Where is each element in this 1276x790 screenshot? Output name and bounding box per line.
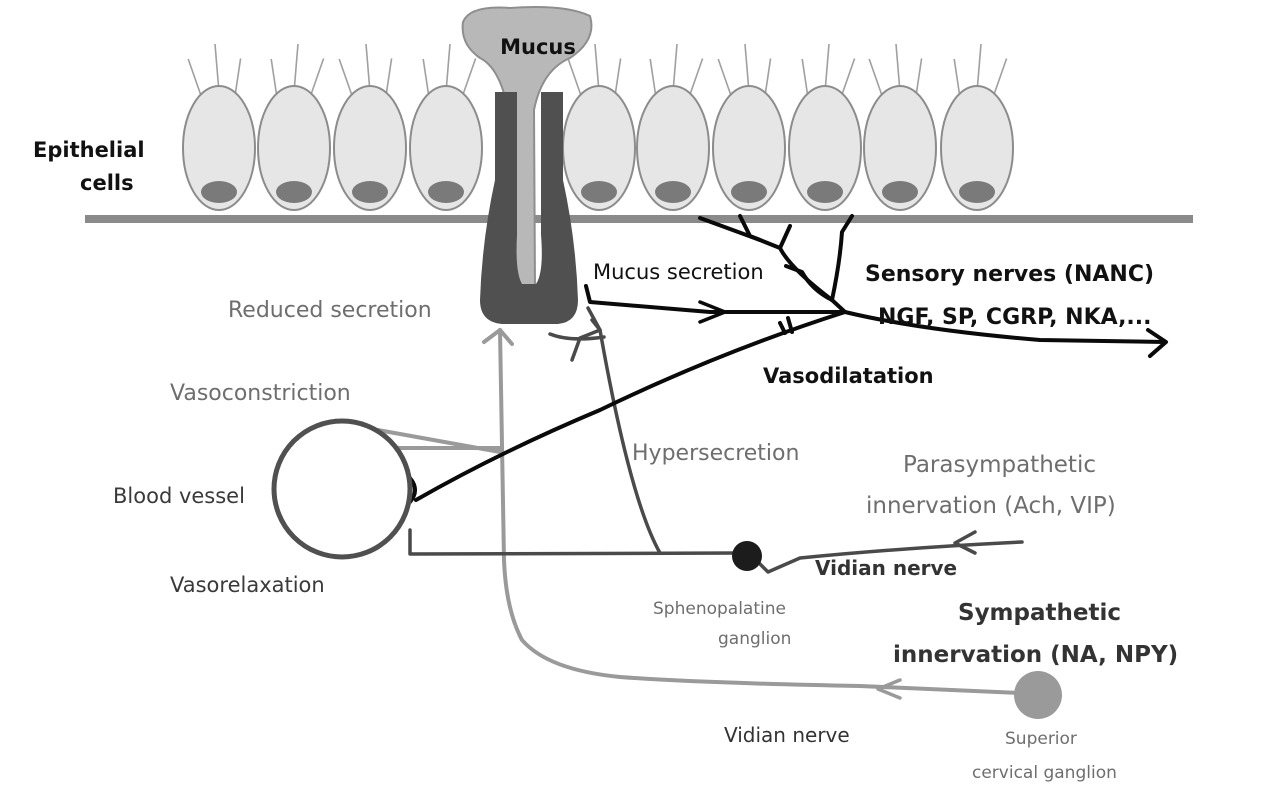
cilium — [595, 44, 599, 92]
epithelial-cells-label-line2: cells — [80, 171, 134, 195]
cell-nucleus — [882, 181, 918, 203]
sphenopalatine-ganglion — [732, 541, 762, 571]
cilium — [294, 44, 298, 92]
cilium — [673, 44, 677, 92]
mucus-secretion-label: Mucus secretion — [593, 260, 764, 284]
blood-vessel-label: Blood vessel — [113, 484, 245, 508]
hypersecretion-label: Hypersecretion — [632, 441, 799, 466]
cilium — [188, 59, 202, 99]
cilium — [339, 59, 353, 99]
cilium — [896, 44, 900, 92]
cilium — [366, 44, 370, 92]
superior-cervical-label-line2: cervical ganglion — [972, 763, 1117, 783]
cell-nucleus — [731, 181, 767, 203]
parasympathetic-label-line2: innervation (Ach, VIP) — [866, 493, 1116, 519]
sensory-nerves-label-line1: Sensory nerves (NANC) — [865, 262, 1154, 287]
cilium — [718, 59, 732, 99]
mucus-label: Mucus — [500, 35, 576, 59]
cell-nucleus — [807, 181, 843, 203]
vasodilatation-label: Vasodilatation — [763, 364, 934, 388]
cilium — [446, 44, 450, 92]
cilium — [745, 44, 749, 92]
cell-nucleus — [201, 181, 237, 203]
cilium — [825, 44, 829, 92]
superior-cervical-label-line1: Superior — [1005, 729, 1077, 749]
cell-nucleus — [428, 181, 464, 203]
vasoconstriction-label: Vasoconstriction — [170, 381, 351, 406]
cilium — [215, 44, 219, 92]
cilium — [568, 59, 582, 99]
blood-vessel — [274, 421, 410, 557]
cell-nucleus — [581, 181, 617, 203]
vidian-nerve-lower-label: Vidian nerve — [724, 723, 850, 747]
reduced-secretion-label: Reduced secretion — [228, 298, 432, 323]
vasorelaxation-label: Vasorelaxation — [170, 573, 325, 597]
vidian-nerve-upper-label: Vidian nerve — [815, 556, 957, 580]
cell-nucleus — [276, 181, 312, 203]
sphenopalatine-label-line1: Sphenopalatine — [653, 599, 786, 619]
parasympathetic-label-line1: Parasympathetic — [903, 452, 1096, 478]
sphenopalatine-label-line2: ganglion — [718, 629, 791, 649]
cilium — [869, 59, 883, 99]
superior-cervical-ganglion — [1014, 671, 1062, 719]
cell-nucleus — [352, 181, 388, 203]
sympathetic-label-line2: innervation (NA, NPY) — [893, 642, 1178, 668]
cell-nucleus — [655, 181, 691, 203]
epithelial-cells-label-line1: Epithelial — [33, 138, 145, 162]
sensory-nerves-label-line2: NGF, SP, CGRP, NKA,... — [878, 305, 1152, 330]
basement-membrane — [85, 215, 1193, 223]
epithelial-cell-row — [183, 86, 1013, 210]
cilium — [977, 44, 981, 92]
sympathetic-label-line1: Sympathetic — [958, 600, 1121, 626]
cell-nucleus — [959, 181, 995, 203]
